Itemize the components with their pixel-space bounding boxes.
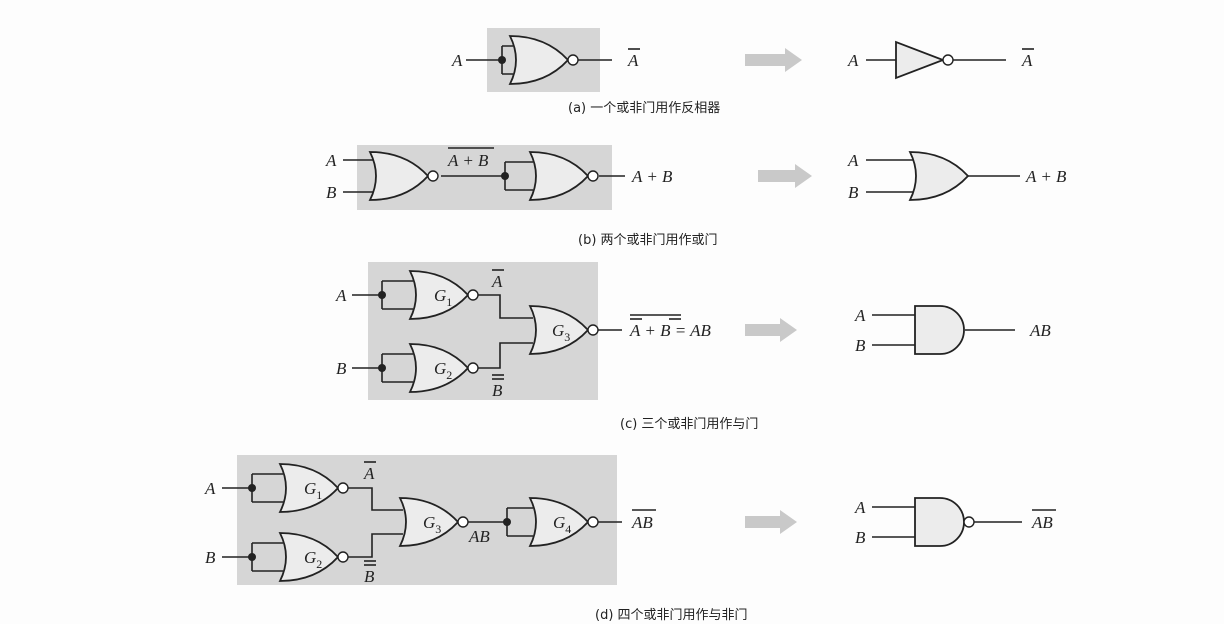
input-b-label: B	[326, 183, 337, 202]
panel-a: A A A A (a) 一个或非门用作反相器	[451, 28, 1034, 116]
gate-g3-label: G3	[423, 513, 441, 536]
panel-d: A B G1 G2 G3 G4 A B AB AB A B AB (d) 四个或…	[204, 455, 1056, 623]
gate-g4-label: G4	[553, 513, 571, 536]
and-gate	[914, 305, 965, 355]
and-input-a-label: A	[854, 306, 866, 325]
input-b-label: B	[205, 548, 216, 567]
not-b-label: B	[364, 567, 375, 586]
inverter-gate	[895, 40, 946, 80]
arrow-icon	[745, 318, 797, 342]
and-output-label: AB	[1029, 321, 1051, 340]
gate-g3-label: G3	[552, 321, 570, 344]
and-input-b-label: B	[855, 336, 866, 355]
output-nand-label: AB	[631, 513, 653, 532]
or-input-a-label: A	[847, 151, 859, 170]
input-a-label: A	[325, 151, 337, 170]
output-label: A + B	[631, 167, 673, 186]
nand-output-label: AB	[1031, 513, 1053, 532]
gate-g1-label: G1	[434, 286, 452, 309]
input-b-label: B	[336, 359, 347, 378]
panel-b: A B A + B A + B A B A + B (b) 两个或非门用作或门	[325, 145, 1067, 248]
caption-c: (c) 三个或非门用作与门	[620, 417, 758, 432]
output-not-a-label: A	[627, 51, 639, 70]
panel-c: A B G1 G2 G3 A B A + B = AB A B AB (c) 三…	[335, 262, 1051, 432]
or-input-b-label: B	[848, 183, 859, 202]
inverter-input-label: A	[847, 51, 859, 70]
input-a-label: A	[204, 479, 216, 498]
arrow-icon	[758, 164, 812, 188]
or-output-label: A + B	[1025, 167, 1067, 186]
caption-d: (d) 四个或非门用作与非门	[595, 608, 748, 623]
not-a-label: A	[363, 464, 375, 483]
not-a-label: A	[491, 272, 503, 291]
gate-g2-label: G2	[434, 359, 452, 382]
input-a-label: A	[451, 51, 463, 70]
gate-g1-label: G1	[304, 479, 322, 502]
output-expression: A + B = AB	[629, 321, 712, 340]
caption-b: (b) 两个或非门用作或门	[578, 233, 718, 248]
caption-a: (a) 一个或非门用作反相器	[568, 101, 720, 116]
gate-g2-label: G2	[304, 548, 322, 571]
arrow-icon	[745, 48, 802, 72]
nand-input-a-label: A	[854, 498, 866, 517]
arrow-icon	[745, 510, 797, 534]
or-gate	[909, 151, 969, 201]
nand-gate	[914, 497, 965, 547]
junction-dot	[498, 56, 506, 64]
input-a-label: A	[335, 286, 347, 305]
not-b-label: B	[492, 381, 503, 400]
nand-input-b-label: B	[855, 528, 866, 547]
inverter-output-label: A	[1021, 51, 1033, 70]
intermediate-ab-label: AB	[468, 527, 490, 546]
intermediate-label: A + B	[447, 151, 489, 170]
